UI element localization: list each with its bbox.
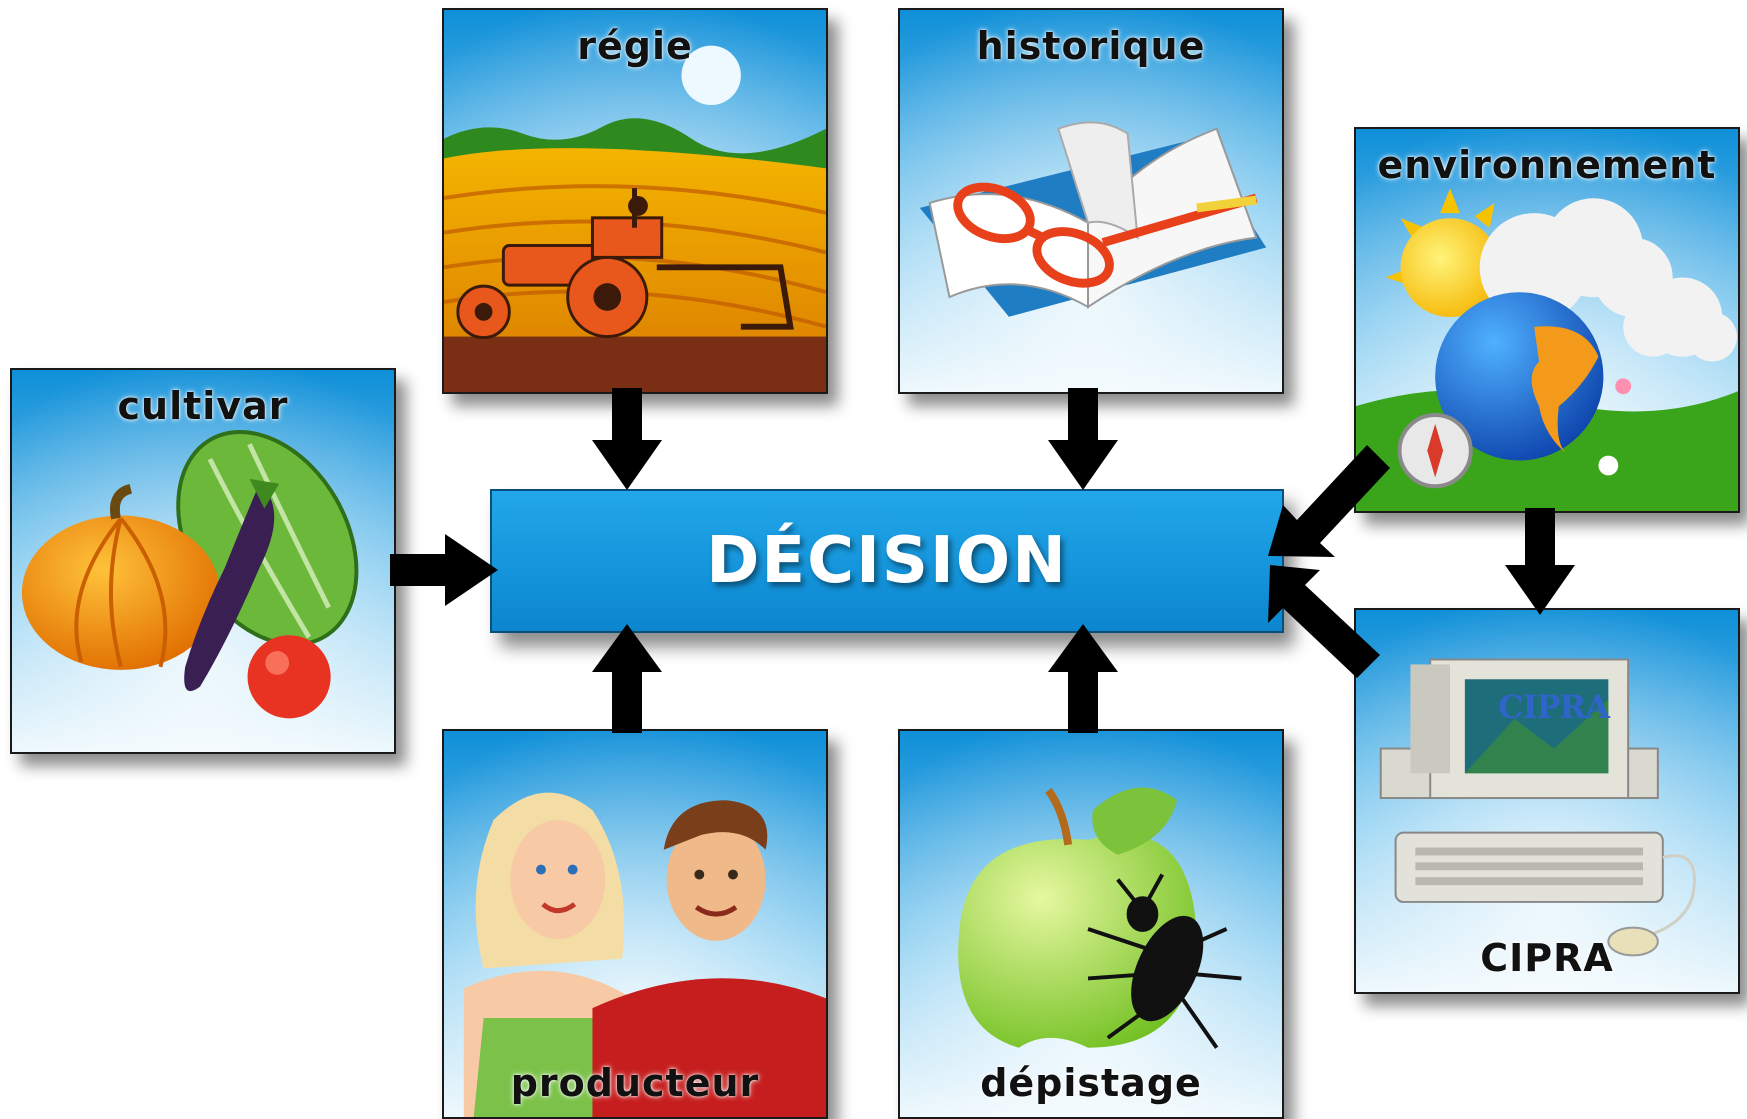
panel-label-producteur: producteur [510, 1061, 760, 1105]
panel-label-regie: régie [577, 24, 693, 68]
sun-cloud-globe-icon [1356, 129, 1738, 511]
panel-label-cipra: CIPRA [1480, 936, 1614, 980]
farmer-couple-icon [444, 731, 826, 1117]
panel-depistage: dépistage [898, 729, 1284, 1119]
panel-historique: historique [898, 8, 1284, 394]
panel-label-environnement: environnement [1377, 143, 1717, 187]
arrow-producteur-to-decision [592, 624, 662, 733]
computer-icon [1356, 610, 1738, 992]
panel-environnement: environnement [1354, 127, 1740, 513]
arrow-regie-to-decision [592, 388, 662, 490]
decision-label: DÉCISION [706, 524, 1068, 598]
panel-regie: régie [442, 8, 828, 394]
panel-cipra: CIPRA CIPRA [1354, 608, 1740, 994]
arrow-cultivar-to-decision [390, 534, 498, 606]
panel-label-depistage: dépistage [980, 1061, 1202, 1105]
arrow-historique-to-decision [1048, 388, 1118, 490]
book-glasses-icon [900, 10, 1282, 392]
apple-beetle-icon [900, 731, 1282, 1117]
vegetables-icon [12, 370, 394, 752]
cipra-screen-text: CIPRA [1498, 688, 1610, 726]
arrow-depistage-to-decision [1048, 624, 1118, 733]
decision-box: DÉCISION [490, 489, 1284, 633]
panel-producteur: producteur [442, 729, 828, 1119]
arrow-environnement-to-cipra [1505, 508, 1575, 615]
panel-label-historique: historique [976, 24, 1206, 68]
panel-cultivar: cultivar [10, 368, 396, 754]
tractor-field-icon [444, 10, 826, 392]
panel-label-cultivar: cultivar [117, 384, 289, 428]
